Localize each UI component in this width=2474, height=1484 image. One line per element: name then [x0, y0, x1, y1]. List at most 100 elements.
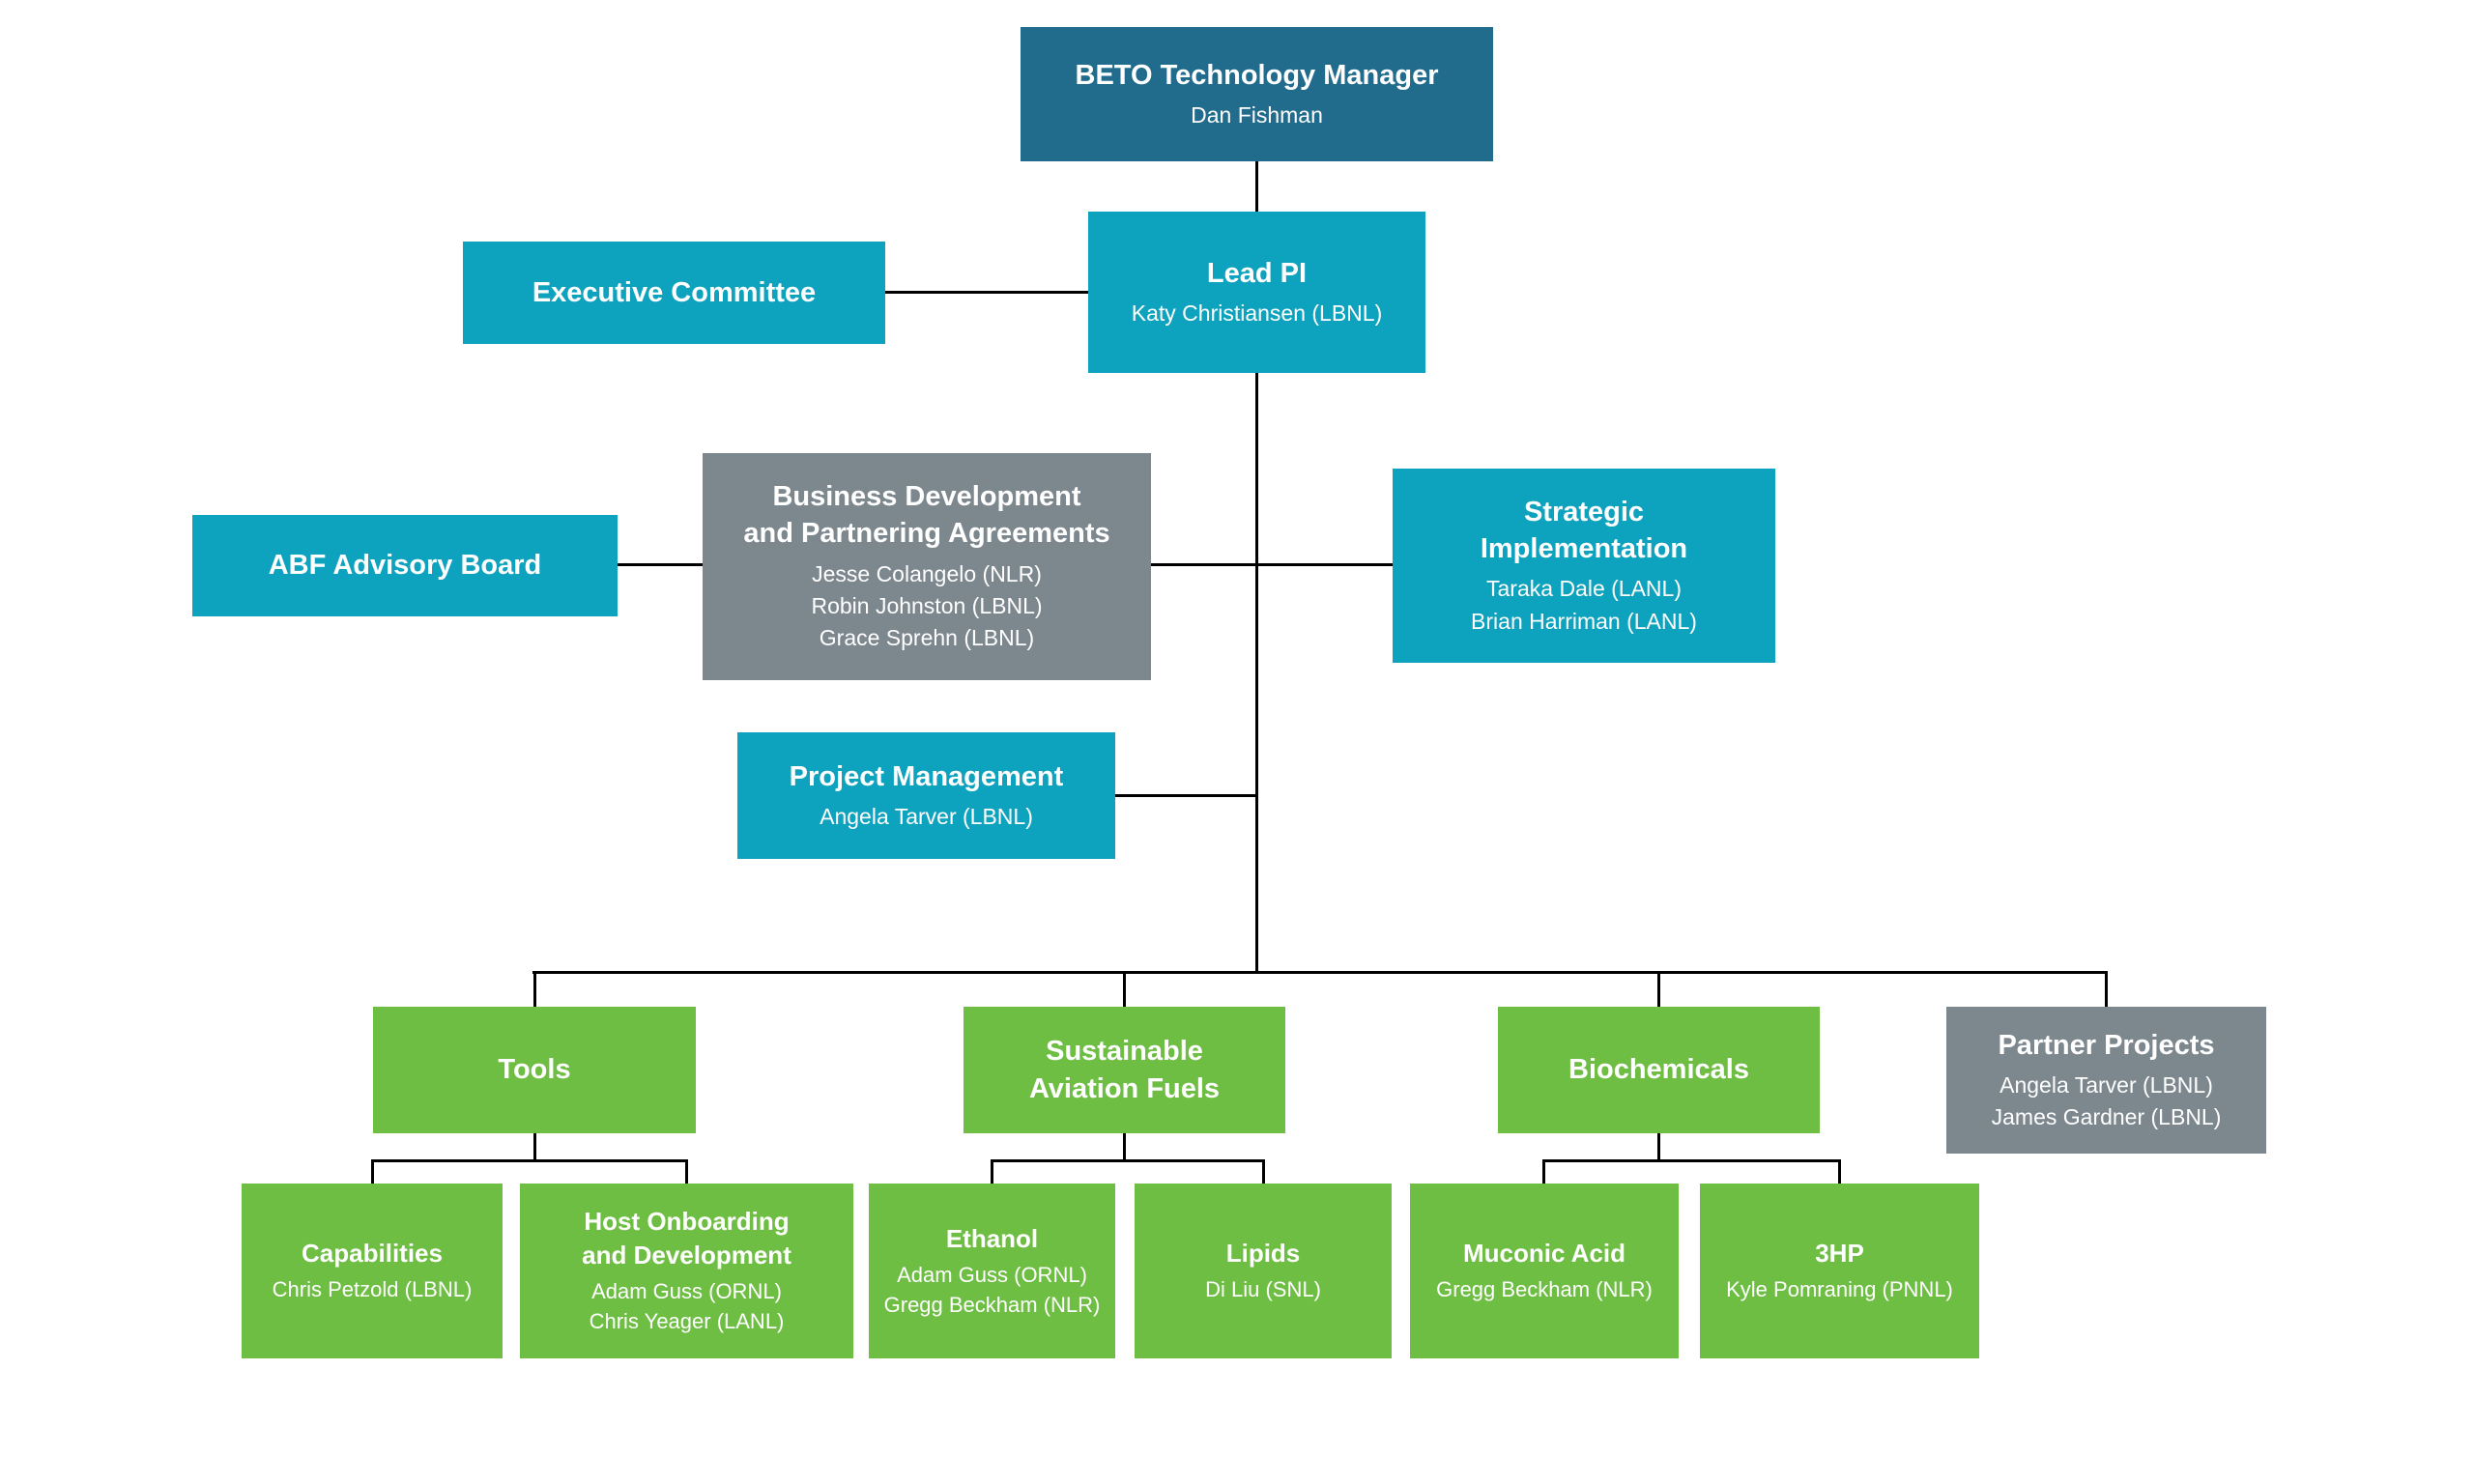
- connector-line: [1657, 971, 1660, 1007]
- connector-line: [1542, 1159, 1545, 1184]
- node-member: Adam Guss (ORNL): [897, 1262, 1087, 1287]
- node-member: Gregg Beckham (NLR): [1436, 1277, 1653, 1302]
- node-capabilities: Capabilities Chris Petzold (LBNL): [242, 1184, 503, 1358]
- node-title-line: BETO Technology Manager: [1075, 59, 1439, 91]
- node-title: Host Onboarding and Development: [582, 1205, 791, 1272]
- node-title-line: Ethanol: [945, 1223, 1039, 1253]
- connector-line: [1123, 1133, 1126, 1162]
- node-title: ABF Advisory Board: [269, 547, 542, 584]
- connector-line: [685, 1159, 688, 1184]
- node-title: Capabilities: [302, 1237, 443, 1270]
- connector-line: [1255, 373, 1258, 974]
- node-muconic-acid: Muconic Acid Gregg Beckham (NLR): [1410, 1184, 1679, 1358]
- node-title-line: Aviation Fuels: [1028, 1072, 1221, 1104]
- node-title-line: Biochemicals: [1568, 1054, 1749, 1086]
- node-members: Angela Tarver (LBNL): [820, 801, 1033, 833]
- node-member: Gregg Beckham (NLR): [883, 1292, 1101, 1317]
- node-members: Gregg Beckham (NLR): [1436, 1275, 1653, 1305]
- node-title-line: Muconic Acid: [1462, 1239, 1626, 1269]
- node-member: Angela Tarver (LBNL): [1999, 1071, 2213, 1098]
- node-member: Adam Guss (ORNL): [591, 1279, 782, 1304]
- node-title-line: Executive Committee: [532, 276, 817, 308]
- node-title: Muconic Acid: [1463, 1237, 1625, 1270]
- node-title-line: Project Management: [789, 760, 1064, 792]
- node-members: Dan Fishman: [1191, 100, 1323, 131]
- connector-line: [1542, 1159, 1841, 1162]
- node-title: Biochemicals: [1568, 1051, 1749, 1088]
- node-members: Angela Tarver (LBNL) James Gardner (LBNL…: [1992, 1070, 2222, 1134]
- node-title-line: Lead PI: [1206, 257, 1308, 289]
- node-members: Adam Guss (ORNL) Gregg Beckham (NLR): [884, 1261, 1101, 1321]
- node-title: 3HP: [1815, 1237, 1864, 1270]
- node-member: Dan Fishman: [1191, 101, 1323, 128]
- connector-line: [1262, 1159, 1265, 1184]
- node-title-line: Implementation: [1480, 533, 1688, 565]
- node-title: Ethanol: [946, 1222, 1038, 1256]
- node-partner-projects: Partner Projects Angela Tarver (LBNL) Ja…: [1946, 1007, 2266, 1154]
- node-members: Chris Petzold (LBNL): [273, 1275, 473, 1305]
- node-member: James Gardner (LBNL): [1991, 1104, 2222, 1130]
- node-title-line: ABF Advisory Board: [268, 550, 542, 582]
- node-members: Kyle Pomraning (PNNL): [1726, 1275, 1953, 1305]
- node-title-line: Capabilities: [302, 1239, 443, 1269]
- node-biochemicals: Biochemicals: [1498, 1007, 1820, 1133]
- connector-line: [618, 563, 703, 566]
- node-member: Grace Sprehn (LBNL): [819, 625, 1035, 651]
- node-member: Chris Petzold (LBNL): [272, 1277, 473, 1302]
- node-member: Taraka Dale (LANL): [1486, 576, 1682, 602]
- node-title-line: Partner Projects: [1998, 1029, 2215, 1061]
- node-strategic-implementation: Strategic Implementation Taraka Dale (LA…: [1393, 469, 1775, 663]
- node-lead-pi: Lead PI Katy Christiansen (LBNL): [1088, 212, 1425, 373]
- connector-line: [371, 1159, 374, 1184]
- node-title: Lead PI: [1207, 255, 1307, 292]
- node-title-line: Lipids: [1225, 1239, 1301, 1269]
- node-title: BETO Technology Manager: [1076, 57, 1439, 94]
- node-title-line: Business Development: [772, 481, 1081, 513]
- node-members: Katy Christiansen (LBNL): [1132, 298, 1383, 329]
- node-sustainable-aviation-fuels: Sustainable Aviation Fuels: [964, 1007, 1285, 1133]
- node-members: Adam Guss (ORNL) Chris Yeager (LANL): [590, 1277, 785, 1337]
- node-title-line: and Development: [582, 1241, 791, 1270]
- node-members: Taraka Dale (LANL) Brian Harriman (LANL): [1471, 573, 1697, 638]
- node-ethanol: Ethanol Adam Guss (ORNL) Gregg Beckham (…: [869, 1184, 1115, 1358]
- node-tools: Tools: [373, 1007, 696, 1133]
- node-title: Business Development and Partnering Agre…: [743, 478, 1109, 553]
- node-title: Strategic Implementation: [1481, 494, 1687, 568]
- connector-line: [1657, 1133, 1660, 1162]
- node-3hp: 3HP Kyle Pomraning (PNNL): [1700, 1184, 1979, 1358]
- node-member: Brian Harriman (LANL): [1471, 608, 1697, 634]
- node-title: Executive Committee: [532, 274, 816, 311]
- connector-line: [371, 1159, 688, 1162]
- node-member: Katy Christiansen (LBNL): [1131, 300, 1383, 326]
- node-title-line: 3HP: [1815, 1239, 1864, 1269]
- connector-line: [991, 1159, 1265, 1162]
- connector-line: [885, 291, 1088, 294]
- node-title: Tools: [498, 1051, 570, 1088]
- node-host-onboarding-and-development: Host Onboarding and Development Adam Gus…: [520, 1184, 853, 1358]
- connector-line: [2105, 971, 2108, 1007]
- node-title-line: Strategic: [1523, 496, 1645, 528]
- node-member: Chris Yeager (LANL): [589, 1309, 785, 1334]
- node-abf-advisory-board: ABF Advisory Board: [192, 515, 618, 616]
- node-executive-committee: Executive Committee: [463, 242, 885, 344]
- node-member: Kyle Pomraning (PNNL): [1726, 1277, 1953, 1302]
- connector-line: [1838, 1159, 1841, 1184]
- node-project-management: Project Management Angela Tarver (LBNL): [737, 732, 1115, 859]
- connector-line: [533, 971, 536, 1007]
- node-member: Robin Johnston (LBNL): [811, 593, 1043, 619]
- node-members: Di Liu (SNL): [1205, 1275, 1321, 1305]
- node-beto-technology-manager: BETO Technology Manager Dan Fishman: [1021, 27, 1493, 161]
- node-member: Angela Tarver (LBNL): [820, 803, 1033, 829]
- node-title: Partner Projects: [1998, 1027, 2214, 1064]
- connector-line: [533, 1133, 536, 1162]
- node-business-development: Business Development and Partnering Agre…: [703, 453, 1151, 680]
- node-lipids: Lipids Di Liu (SNL): [1135, 1184, 1392, 1358]
- node-title-line: Tools: [498, 1054, 571, 1086]
- node-title: Lipids: [1226, 1237, 1301, 1270]
- connector-line: [1115, 794, 1258, 797]
- node-members: Jesse Colangelo (NLR) Robin Johnston (LB…: [811, 558, 1042, 655]
- node-member: Di Liu (SNL): [1205, 1277, 1321, 1302]
- node-title: Project Management: [790, 758, 1064, 795]
- connector-line: [1151, 563, 1393, 566]
